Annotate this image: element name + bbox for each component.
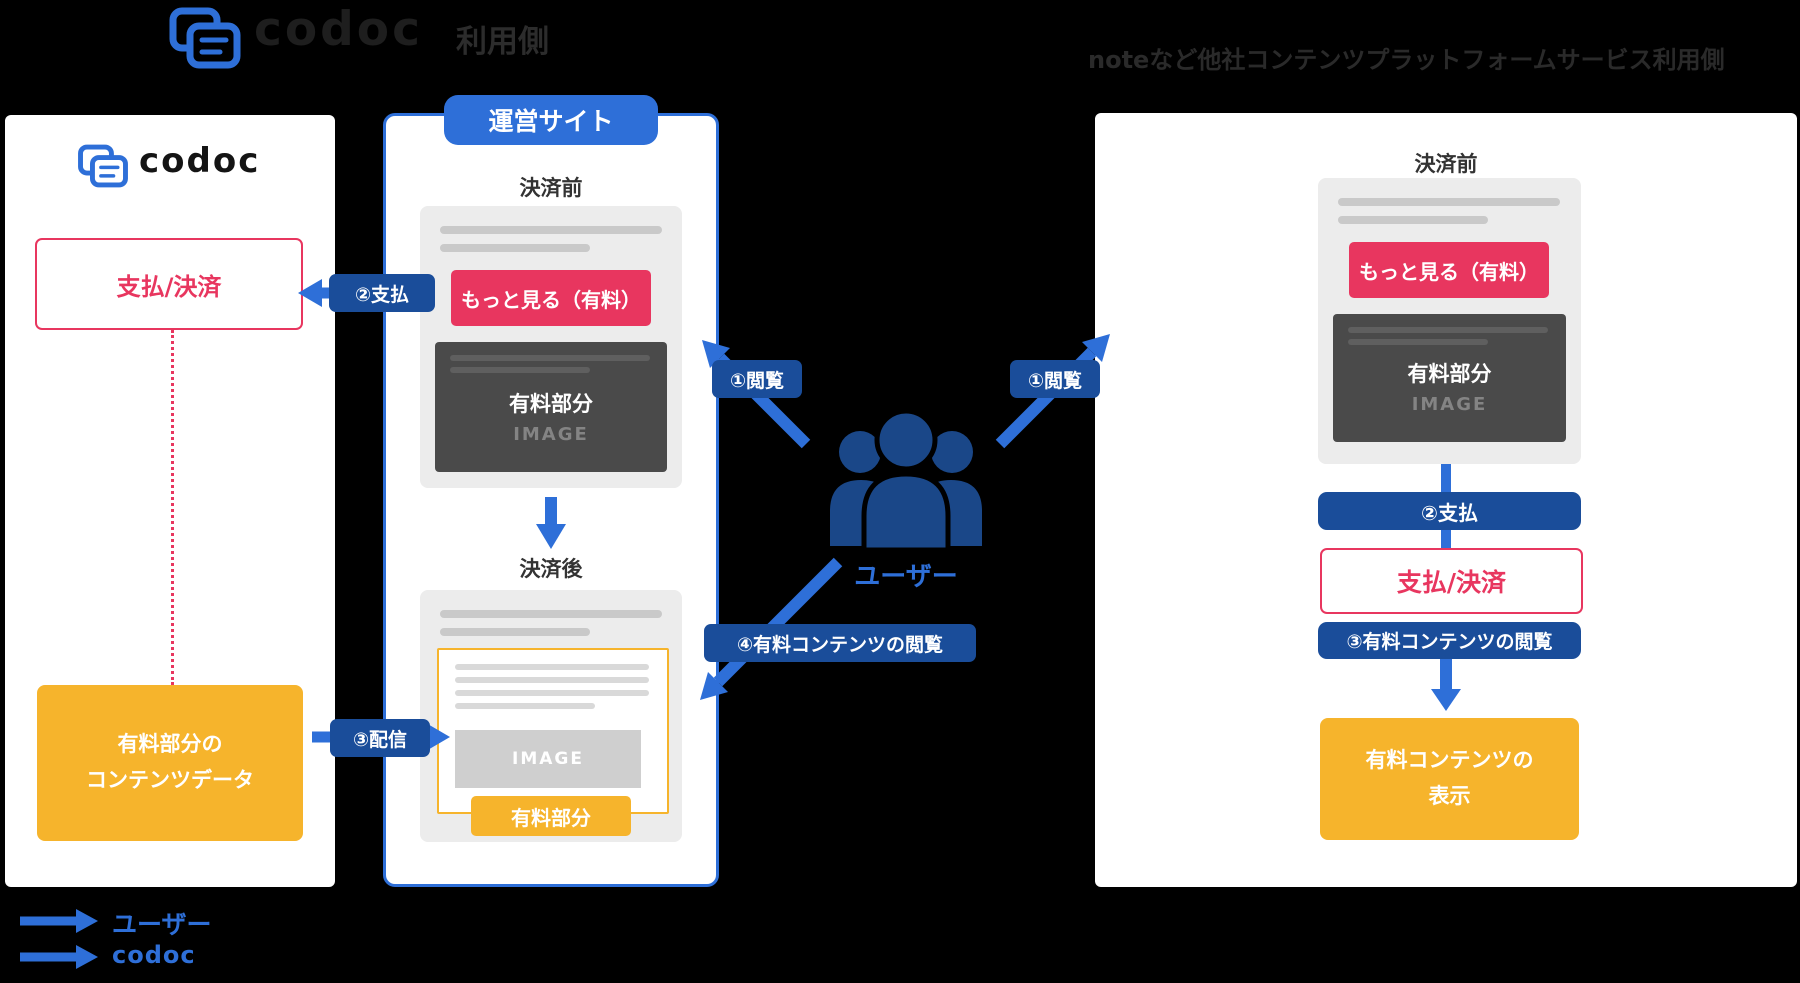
platform-article-card: もっと見る（有料） 有料部分 IMAGE (1318, 178, 1581, 464)
paid-content-data-line2: コンテンツデータ (86, 768, 254, 792)
image-label: IMAGE (513, 424, 589, 445)
platform-payment-settlement-box: 支払/決済 (1320, 548, 1583, 614)
paid-part-tag: 有料部分 (471, 796, 631, 836)
skeleton-line (450, 367, 590, 373)
image-placeholder: IMAGE (455, 730, 641, 788)
skeleton-line (1338, 198, 1560, 206)
dotted-connector (171, 330, 174, 685)
skeleton-line (440, 610, 662, 618)
header-usage-side-label: 利用側 (456, 24, 549, 60)
view-platform-badge: ①閲覧 (1010, 360, 1100, 398)
paid-content-display-line1: 有料コンテンツの (1365, 748, 1534, 773)
legend-codoc-arrow (20, 945, 98, 969)
skeleton-line (440, 226, 662, 234)
paid-part-label: 有料部分 (509, 392, 593, 416)
paid-image-box: 有料部分 IMAGE (435, 342, 667, 472)
platform-paid-view-badge: ③有料コンテンツの閲覧 (1318, 622, 1581, 659)
skeleton-line (1338, 216, 1488, 224)
site-before-payment-label: 決済前 (519, 176, 583, 200)
skeleton-line (455, 703, 595, 709)
paid-view-badge: ④有料コンテンツの閲覧 (704, 624, 976, 662)
codoc-panel-logo-text: codoc (139, 141, 261, 181)
more-button: もっと見る（有料） (451, 270, 651, 326)
paid-content-display-line2: 表示 (1428, 784, 1471, 808)
codoc-panel: codoc 支払/決済 有料部分の コンテンツデータ (5, 115, 335, 887)
paid-content-frame: IMAGE (437, 648, 669, 814)
view-site-badge: ①閲覧 (712, 360, 802, 398)
paid-content-display-box: 有料コンテンツの 表示 (1320, 718, 1579, 840)
header-logo-text: codoc (254, 2, 423, 57)
skeleton-line (455, 690, 649, 696)
paid-image-box: 有料部分 IMAGE (1333, 314, 1566, 442)
users-label: ユーザー (854, 562, 958, 592)
platform-pay-badge: ②支払 (1318, 492, 1581, 530)
codoc-panel-logo-icon (77, 143, 129, 193)
platform-title: noteなど他社コンテンツプラットフォームサービス利用側 (1088, 46, 1725, 74)
skeleton-line (455, 664, 649, 670)
pay-badge: ②支払 (329, 274, 435, 312)
paid-content-data-line1: 有料部分の (117, 732, 223, 757)
legend-user-label: ユーザー (112, 910, 212, 939)
skeleton-line (450, 355, 650, 361)
skeleton-line (440, 244, 590, 252)
skeleton-line (1348, 339, 1488, 345)
site-after-payment-label: 決済後 (519, 557, 583, 581)
article-card-before: もっと見る（有料） 有料部分 IMAGE (420, 206, 682, 488)
deliver-badge: ③配信 (330, 719, 430, 757)
legend-codoc-label: codoc (112, 941, 196, 969)
skeleton-line (455, 677, 649, 683)
operator-site-tag: 運営サイト (444, 95, 658, 145)
platform-before-payment-label: 決済前 (1414, 152, 1478, 176)
more-button: もっと見る（有料） (1349, 242, 1549, 298)
payment-settlement-box: 支払/決済 (35, 238, 303, 330)
paid-content-data-box: 有料部分の コンテンツデータ (37, 685, 303, 841)
codoc-logo-icon (168, 6, 242, 74)
image-label: IMAGE (1411, 394, 1488, 415)
skeleton-line (1348, 327, 1548, 333)
paid-part-label: 有料部分 (1407, 362, 1492, 386)
legend-user-arrow (20, 909, 98, 933)
users-icon (820, 408, 992, 560)
skeleton-line (440, 628, 590, 636)
